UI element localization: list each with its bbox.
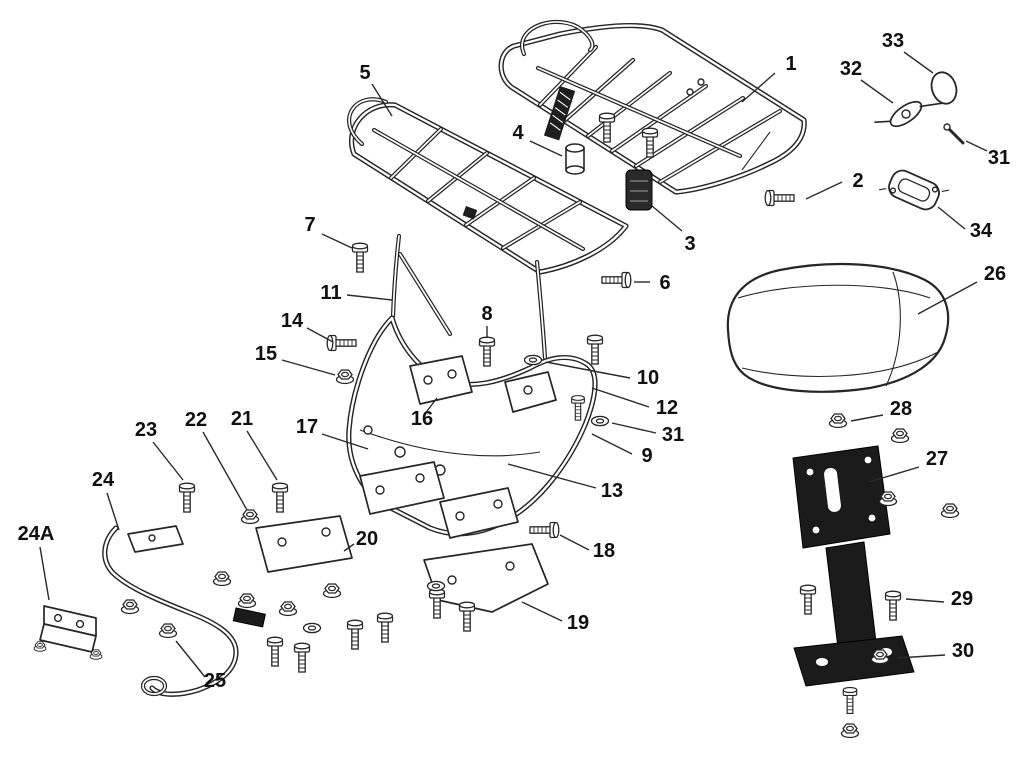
rubber-strip bbox=[462, 206, 478, 220]
callout-24a: 24A bbox=[18, 523, 55, 545]
bolt-icon bbox=[571, 395, 585, 421]
bolt-icon bbox=[428, 588, 446, 619]
callout-2: 2 bbox=[852, 170, 863, 192]
bolt-icon bbox=[799, 584, 817, 615]
nut-icon bbox=[335, 369, 355, 385]
nut-icon bbox=[237, 593, 257, 609]
callout-3: 3 bbox=[684, 233, 695, 255]
callout-16: 16 bbox=[411, 408, 433, 430]
bracket-16 bbox=[409, 355, 473, 405]
nut-icon bbox=[828, 413, 848, 429]
nut-icon bbox=[33, 641, 47, 652]
callout-11: 11 bbox=[320, 282, 341, 304]
bolt-icon bbox=[458, 601, 476, 632]
mid-frame-assembly bbox=[349, 236, 595, 539]
part-4-bushing bbox=[565, 143, 585, 175]
washer-icon bbox=[302, 622, 322, 634]
nut-icon bbox=[158, 623, 178, 639]
callout-30: 30 bbox=[952, 640, 974, 662]
bolt-icon bbox=[178, 482, 196, 513]
bolt-icon bbox=[764, 189, 795, 207]
part-20-plate bbox=[255, 515, 353, 573]
callout-31-mid: 31 bbox=[662, 424, 684, 446]
callout-23: 23 bbox=[135, 419, 157, 441]
bolt-icon bbox=[266, 636, 284, 667]
bolt-icon bbox=[376, 612, 394, 643]
bolt-icon bbox=[529, 521, 560, 539]
washer-icon bbox=[523, 354, 543, 366]
nut-icon bbox=[890, 428, 910, 444]
nut-icon bbox=[278, 601, 298, 617]
rubber-strip bbox=[543, 86, 576, 141]
part-26-backrest-pad bbox=[726, 262, 950, 393]
bolt-icon bbox=[346, 619, 364, 650]
callout-labels: 1 2 3 4 5 6 7 8 9 10 11 12 13 14 15 16 1… bbox=[18, 30, 1010, 692]
callout-6: 6 bbox=[659, 272, 670, 294]
washer-icon bbox=[590, 415, 610, 427]
callout-33: 33 bbox=[882, 30, 904, 52]
small-parts-top-right bbox=[874, 71, 965, 211]
callout-7: 7 bbox=[304, 214, 315, 236]
callout-27: 27 bbox=[926, 448, 948, 470]
part-24-towbar bbox=[105, 525, 266, 694]
part-5-front-rack bbox=[349, 99, 626, 272]
callout-4: 4 bbox=[512, 122, 524, 144]
callout-18: 18 bbox=[593, 540, 615, 562]
part-33-cap bbox=[930, 71, 958, 105]
part-34-bracket bbox=[878, 169, 950, 211]
part-24a-bracket bbox=[33, 605, 103, 660]
bolt-icon bbox=[884, 590, 902, 621]
callout-29: 29 bbox=[951, 588, 973, 610]
callout-17: 17 bbox=[296, 416, 318, 438]
callout-13: 13 bbox=[601, 480, 623, 502]
callout-32: 32 bbox=[840, 58, 862, 80]
part-1-rear-rack bbox=[501, 22, 804, 192]
nut-icon bbox=[940, 503, 960, 519]
callout-9: 9 bbox=[641, 445, 652, 467]
callout-34: 34 bbox=[970, 220, 993, 242]
callout-15: 15 bbox=[255, 343, 277, 365]
bolt-icon bbox=[478, 336, 496, 367]
nut-icon bbox=[120, 599, 140, 615]
bolt-icon bbox=[293, 642, 311, 673]
skid-plate-b bbox=[439, 487, 519, 539]
nut-icon bbox=[322, 583, 342, 599]
bolt-icon bbox=[601, 271, 632, 289]
part-3-pad bbox=[625, 169, 653, 211]
washer-icon bbox=[426, 580, 446, 592]
skid-plate-a bbox=[359, 461, 445, 515]
bolt-icon bbox=[586, 334, 604, 365]
callout-24: 24 bbox=[92, 469, 115, 491]
callout-28: 28 bbox=[890, 398, 912, 420]
callout-21: 21 bbox=[231, 408, 253, 430]
callout-10: 10 bbox=[637, 367, 659, 389]
part-27-backrest-bracket bbox=[792, 445, 915, 687]
callout-12: 12 bbox=[656, 397, 678, 419]
callout-20: 20 bbox=[356, 528, 378, 550]
callout-22: 22 bbox=[185, 409, 207, 431]
callout-8: 8 bbox=[481, 303, 492, 325]
bolt-icon bbox=[271, 482, 289, 513]
part-32-clamp bbox=[874, 100, 944, 128]
nut-icon bbox=[240, 509, 260, 525]
callout-1: 1 bbox=[785, 53, 796, 75]
callout-19: 19 bbox=[567, 612, 589, 634]
bolt-icon bbox=[842, 686, 858, 714]
callout-14: 14 bbox=[281, 310, 304, 332]
nut-icon bbox=[840, 723, 860, 739]
nut-icon bbox=[212, 571, 232, 587]
leader-lines bbox=[39, 51, 988, 678]
bolt-icon bbox=[351, 242, 369, 273]
callout-26: 26 bbox=[984, 263, 1006, 285]
part-31-pin bbox=[943, 123, 965, 145]
part-19-plate bbox=[423, 543, 549, 613]
callout-25: 25 bbox=[204, 670, 226, 692]
callout-5: 5 bbox=[359, 62, 370, 84]
bolt-icon bbox=[326, 334, 357, 352]
callout-31-top: 31 bbox=[988, 147, 1010, 169]
